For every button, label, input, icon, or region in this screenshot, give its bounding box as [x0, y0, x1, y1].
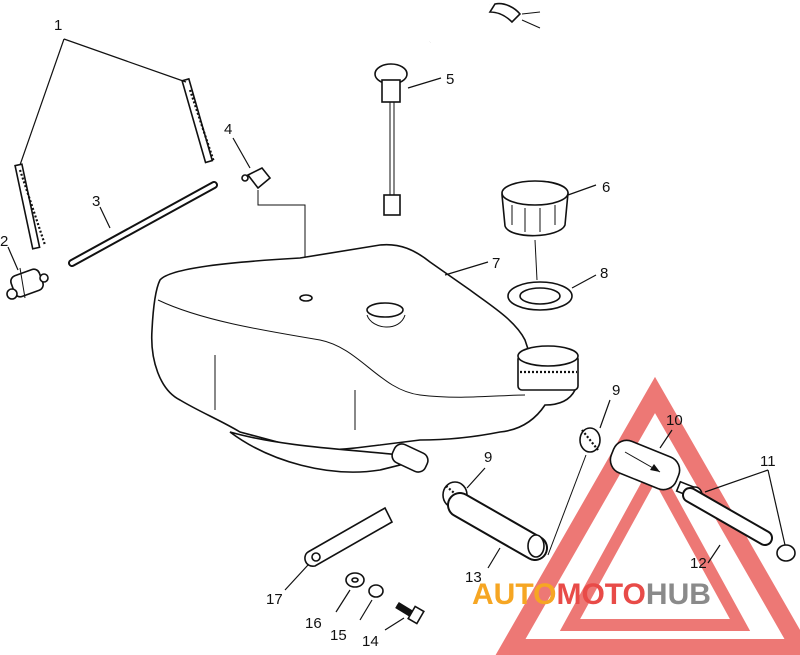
watermark-moto: MOTO: [556, 578, 645, 611]
callout-4: 4: [224, 121, 232, 138]
callout-14: 14: [362, 633, 379, 650]
cap-gasket: [507, 281, 573, 311]
hose-clamp-upper: [579, 427, 601, 453]
flat-washer: [345, 572, 365, 588]
fuel-line-right: [682, 487, 773, 546]
fuel-cap: [501, 180, 569, 237]
fuel-valve: [6, 267, 49, 300]
callout-15: 15: [330, 627, 347, 644]
callout-7: 7: [492, 255, 500, 272]
fuel-gauge-sender: [374, 2, 541, 216]
callout-17: 17: [266, 591, 283, 608]
callout-2: 2: [0, 233, 8, 250]
fuel-tank-strap-right: [181, 77, 216, 164]
callout-10: 10: [666, 412, 683, 429]
tank-rod: [68, 181, 218, 267]
callout-16: 16: [305, 615, 322, 632]
callout-11: 11: [760, 453, 776, 470]
callout-12: 12: [690, 555, 707, 572]
callout-6: 6: [602, 179, 610, 196]
watermark-text: AUTOMOTOHUB: [472, 578, 711, 611]
callout-8: 8: [600, 265, 608, 282]
watermark-hub: HUB: [646, 578, 711, 611]
bolt: [395, 602, 425, 625]
lock-washer: [368, 584, 384, 598]
vent-clip: [241, 166, 272, 190]
callout-3: 3: [92, 193, 100, 210]
tank-bracket: [304, 506, 394, 567]
outlet-fitting: [391, 443, 429, 473]
fuel-tank: [150, 243, 579, 473]
fuel-tank-strap-left: [14, 163, 47, 250]
callout-13: 13: [465, 569, 482, 586]
fuel-hose: [447, 492, 548, 561]
watermark-auto: AUTO: [472, 578, 556, 611]
callout-5: 5: [446, 71, 454, 88]
callout-1: 1: [54, 17, 62, 34]
callout-9-lower: 9: [484, 449, 492, 466]
callout-9-upper: 9: [612, 382, 620, 399]
